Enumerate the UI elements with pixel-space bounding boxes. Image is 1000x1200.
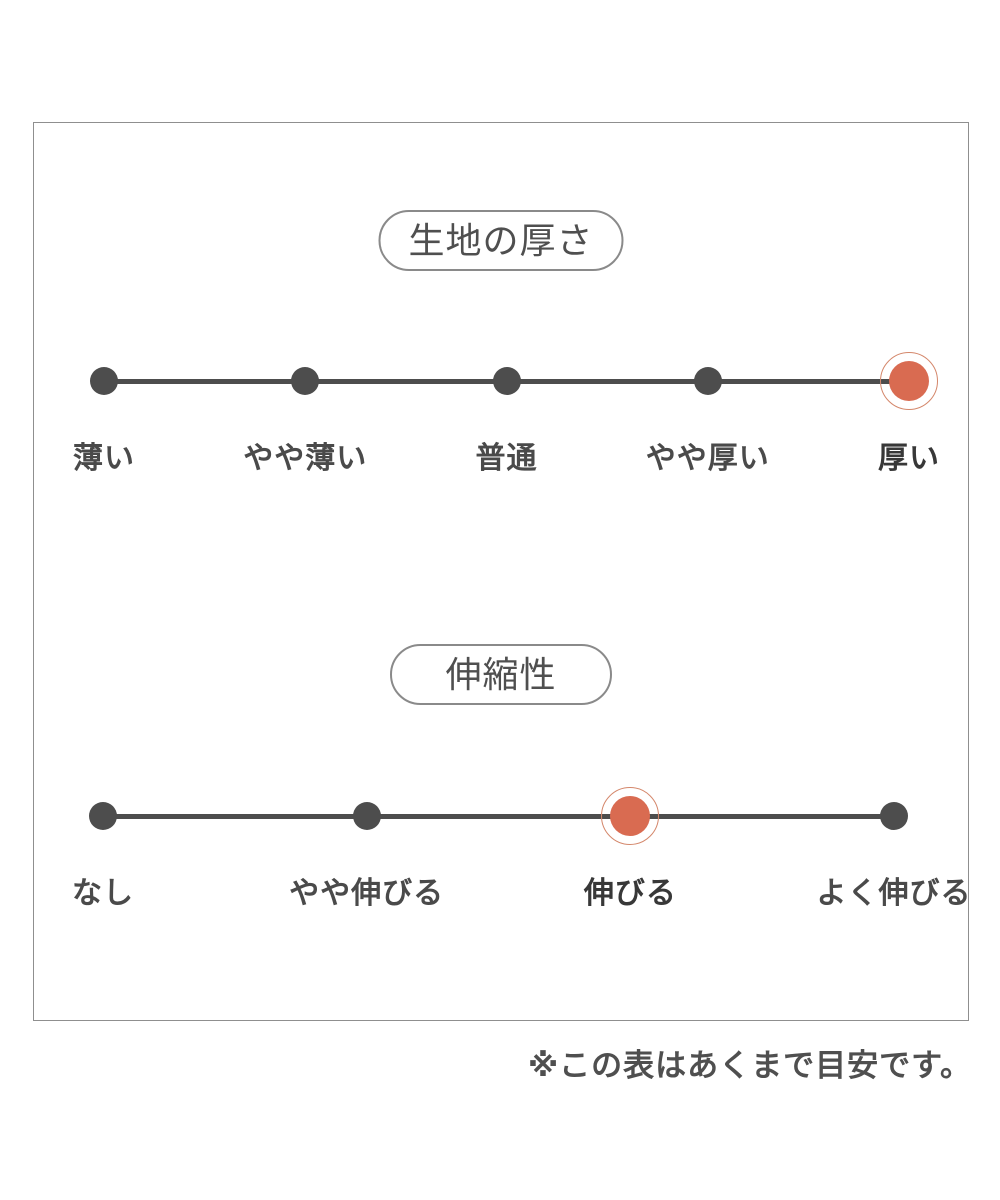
fabric-thickness-dot-1	[291, 367, 320, 395]
stretchiness-label-1: やや伸びる	[289, 877, 445, 910]
stretchiness-label-2-selected: 伸びる	[583, 877, 677, 910]
fabric-thickness-dot-0	[90, 367, 118, 395]
fabric-thickness-title: 生地の厚さ	[408, 220, 594, 261]
fabric-thickness-label-4-selected: 厚い	[878, 442, 940, 475]
fabric-thickness-label-3: やや厚い	[645, 442, 770, 475]
stretchiness-dot-2-selected	[610, 796, 651, 836]
fabric-thickness-label-0: 薄い	[73, 442, 135, 475]
fabric-thickness-label-2: 普通	[475, 442, 538, 475]
stretchiness-title-pill: 伸縮性	[390, 644, 612, 706]
stretchiness-label-3: よく伸びる	[816, 877, 972, 910]
fabric-thickness-dot-2	[492, 367, 521, 395]
stretchiness-track	[103, 813, 894, 819]
stretchiness-label-0: なし	[72, 877, 134, 910]
stretchiness-title: 伸縮性	[445, 654, 557, 695]
fabric-thickness-dot-3	[693, 367, 722, 395]
chart-frame: 生地の厚さ 薄い やや薄い 普通 やや厚い 厚い 伸縮性 なし やや伸びる 伸びる よく伸びる	[33, 122, 972, 1021]
fabric-thickness-title-pill: 生地の厚さ	[378, 210, 624, 272]
disclaimer-footnote: ※この表はあくまで目安です。	[527, 1048, 972, 1083]
stretchiness-dot-0	[89, 802, 117, 830]
fabric-thickness-dot-4-selected	[889, 361, 929, 401]
stretchiness-dot-3	[880, 802, 908, 830]
stretchiness-selected-ring	[601, 787, 660, 845]
stretchiness-dot-1	[352, 802, 381, 830]
fabric-thickness-selected-ring	[880, 352, 938, 410]
fabric-thickness-label-1: やや薄い	[243, 442, 368, 475]
